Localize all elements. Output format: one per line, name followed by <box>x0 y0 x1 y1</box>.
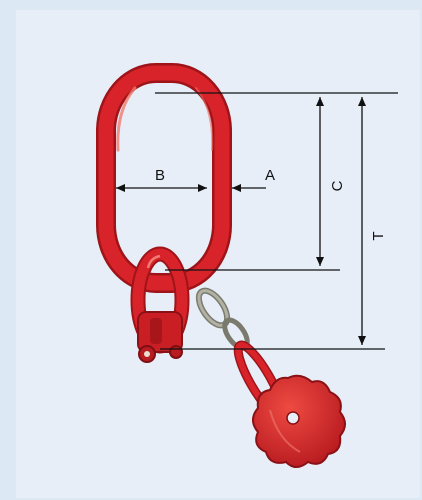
dimension-c: C <box>316 97 346 266</box>
dimension-b: B <box>116 167 207 192</box>
identification-tag <box>252 374 346 468</box>
label-b: B <box>155 167 165 184</box>
label-a: A <box>265 167 275 184</box>
master-link <box>96 63 232 293</box>
label-t: T <box>370 231 387 240</box>
coupling-link <box>137 311 183 363</box>
dimension-a: A <box>232 167 275 192</box>
label-c: C <box>329 180 346 191</box>
dimension-t: T <box>358 97 387 345</box>
extension-lines <box>155 92 398 350</box>
